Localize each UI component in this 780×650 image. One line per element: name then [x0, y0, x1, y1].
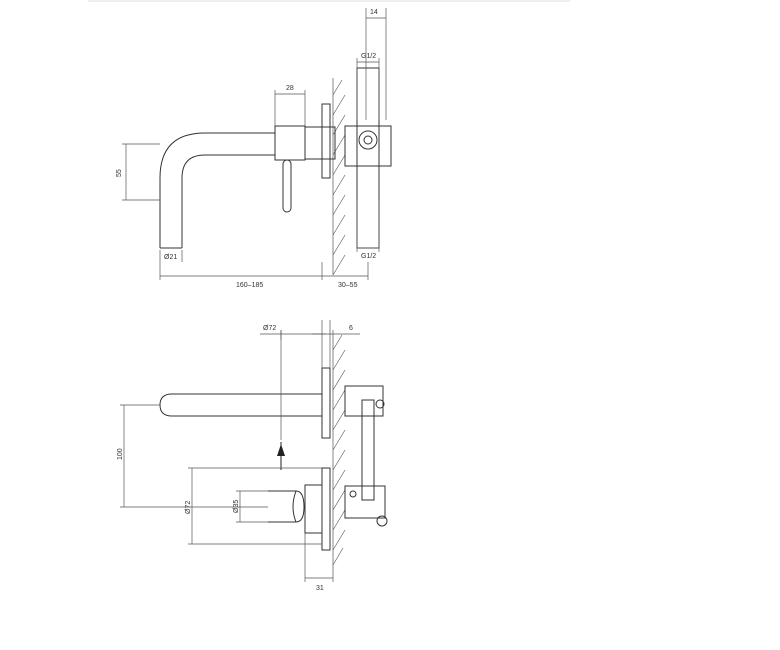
- valve-body-top: [344, 67, 392, 249]
- top-view: 14 G1/2 G1/2 28 55: [116, 8, 392, 289]
- handle-knob-side: [268, 484, 323, 534]
- wall-hatch-top: [332, 78, 346, 276]
- dim-pipe-diameter: Ø21: [159, 250, 183, 262]
- valve-body-side: [344, 385, 388, 527]
- dim-spout-height-top-label: 55: [116, 169, 123, 177]
- lower-plate-side: [321, 467, 331, 551]
- side-view: Ø72 6 100 Ø72 Ø35: [117, 320, 388, 592]
- upper-plate-side: [321, 367, 331, 439]
- dim-depth-label: 31: [316, 585, 324, 592]
- dim-wall-thickness: 14: [365, 8, 387, 120]
- dim-thread-top: G1/2: [356, 53, 380, 120]
- dim-plate-diameter-label: Ø72: [263, 325, 276, 332]
- dim-handle-diameter-label: Ø35: [233, 500, 240, 513]
- spout-side: [159, 393, 322, 417]
- dim-handle-diameter: Ø35: [233, 490, 268, 523]
- dim-plate-thickness: 6: [312, 320, 360, 368]
- dim-spout-height-side: 100: [117, 404, 268, 508]
- dim-plate-diameter-side-label: Ø72: [185, 501, 192, 514]
- spout-top: [159, 132, 275, 249]
- dim-plate-diameter: Ø72: [260, 325, 326, 340]
- dim-spout-height-side-label: 100: [117, 448, 124, 460]
- dim-thread-bottom-label: G1/2: [361, 253, 376, 260]
- dim-depth: 31: [304, 533, 334, 592]
- dim-thread-bottom: G1/2: [356, 200, 380, 260]
- wall-hatch-side: [332, 330, 346, 566]
- dim-collar-width-label: 28: [286, 85, 294, 92]
- dim-plate-thickness-label: 6: [349, 325, 353, 332]
- dim-collar-width: 28: [274, 85, 306, 126]
- dim-wall-depth: 30–55: [322, 262, 369, 289]
- dim-spout-length-label: 160–185: [236, 282, 263, 289]
- dim-thread-top-label: G1/2: [361, 53, 376, 60]
- dim-pipe-diameter-label: Ø21: [164, 254, 177, 261]
- plate-top: [321, 103, 331, 179]
- dim-spout-height-top: 55: [116, 143, 160, 201]
- center-arrow: [277, 330, 285, 470]
- dim-wall-depth-label: 30–55: [338, 282, 358, 289]
- collar-top: [274, 125, 306, 161]
- handle-lever-top: [282, 159, 292, 213]
- dim-plate-diameter-side: Ø72: [185, 467, 322, 545]
- flange-top: [304, 126, 336, 160]
- dim-wall-thickness-label: 14: [370, 9, 378, 16]
- dim-spout-length: 160–185: [159, 262, 323, 289]
